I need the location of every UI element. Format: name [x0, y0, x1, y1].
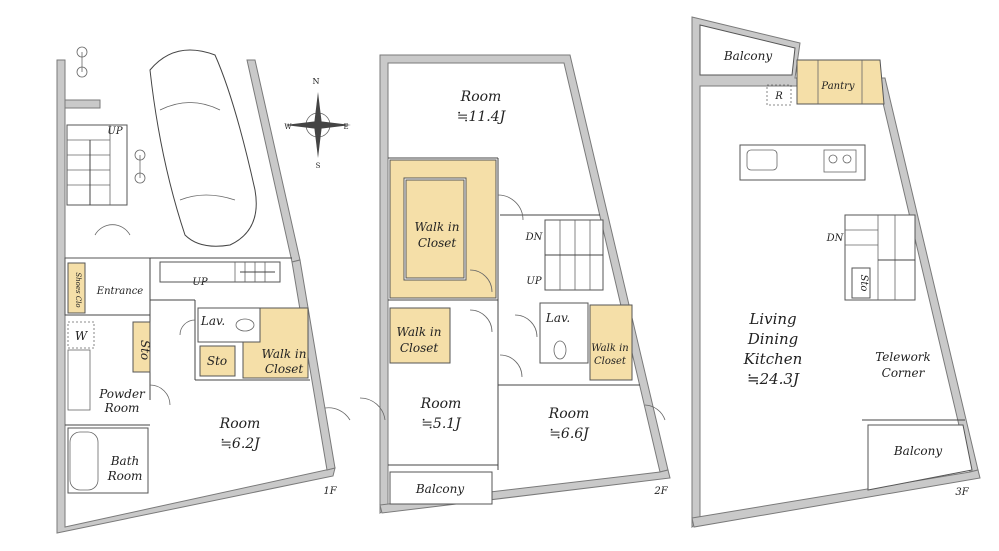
f1-lav-label: Lav. [200, 314, 225, 328]
f1-room-area: ≒6.2J [220, 436, 261, 452]
f3-ldk-area: ≒24.3J [747, 370, 800, 388]
f2-walk-in-closet-b [389, 307, 451, 364]
f3-balcony-top [699, 24, 796, 76]
f1-lav [197, 307, 261, 343]
f1-up-label: UP [107, 126, 122, 137]
f3-fridge [766, 84, 792, 106]
f2-balcony-label: Balcony [415, 482, 464, 496]
f3-ldk-label-1: Living [748, 310, 796, 328]
f3-sto [851, 267, 871, 299]
f3-telework-label-2: Corner [882, 366, 926, 380]
f1-up-stair-label: UP [192, 277, 207, 288]
compass-n: N [313, 77, 320, 86]
floor-3f: Balcony Pantry R DN Sto Living Dining Ki… [691, 16, 981, 529]
f2-room-right-label: Room [548, 406, 590, 422]
f1-shoes-closet [67, 262, 86, 314]
f2-room-left-area: ≒5.1J [421, 416, 462, 432]
f2-balcony [389, 471, 493, 505]
floor-1f: Room ≒6.2J Walk in Closet Lav. Sto Sto E… [56, 46, 338, 534]
f1-powder-label-1: Powder [98, 387, 146, 401]
f2-lav [539, 302, 589, 364]
f1-car [149, 49, 257, 247]
f1-wic-label-2: Closet [265, 362, 304, 376]
f2-floor-label: 2F [653, 486, 668, 497]
f1-stairs [66, 124, 281, 283]
f3-balcony-bottom [867, 424, 973, 491]
f2-room-left-label: Room [420, 396, 462, 412]
f3-ldk-label-2: Dining [747, 330, 799, 348]
f3-balcony-top-label: Balcony [723, 49, 772, 63]
f1-bath-label-1: Bath [110, 454, 140, 468]
f3-r-label: R [774, 91, 783, 102]
f1-w-label: W [75, 329, 89, 343]
f1-powder-label-2: Room [104, 401, 140, 415]
f1-bath-label-2: Room [107, 469, 143, 483]
f1-slant-wall [246, 59, 301, 263]
f1-sto-a-label: Sto [138, 340, 152, 360]
f2-dn-label: DN [525, 232, 544, 243]
f1-floor-label: 1F [323, 486, 337, 497]
f3-dn-label: DN [826, 233, 845, 244]
f2-walk-in-closet-c [589, 304, 633, 381]
f3-balcony-bottom-label: Balcony [893, 444, 942, 458]
f3-floor-label: 3F [955, 487, 969, 498]
floor-2f: Room ≒11.4J Walk in Closet Walk in Close… [324, 54, 671, 514]
compass-w: W [284, 123, 292, 131]
f3-telework-label-1: Telework [875, 350, 931, 364]
f2-room-top-area: ≒11.4J [457, 109, 507, 125]
f1-sto-a [132, 321, 151, 373]
compass-s: S [316, 162, 321, 170]
f3-pantry-label: Pantry [820, 81, 854, 92]
compass-e: E [343, 123, 348, 131]
f2-lav-label: Lav. [545, 311, 570, 325]
f1-bath-room [67, 427, 149, 494]
f1-bicycle-icon [76, 46, 146, 184]
f1-sto-b [199, 345, 236, 377]
f2-wic-a-label-1: Walk in [415, 220, 460, 234]
f1-entrance-label: Entrance [96, 286, 144, 297]
f3-kitchen-counter [739, 144, 866, 181]
f2-room-top-label: Room [460, 89, 502, 105]
f3-sto-label: Sto [858, 275, 869, 292]
f1-wic-label-1: Walk in [262, 347, 307, 361]
f1-room-label: Room [219, 416, 261, 432]
f2-room-right-area: ≒6.6J [549, 426, 590, 442]
compass-icon: N S E W [284, 77, 351, 170]
f2-up-label: UP [526, 276, 541, 287]
f2-wic-c-label-2: Closet [594, 356, 627, 367]
f1-shoes-label: Shoes Clo [74, 272, 82, 307]
f3-ldk-label-3: Kitchen [743, 350, 803, 368]
f1-sto-b-label: Sto [207, 354, 227, 368]
f2-wic-b-label-1: Walk in [397, 325, 442, 339]
f2-wic-c-label-1: Walk in [591, 343, 628, 354]
f2-wic-a-label-2: Closet [418, 236, 457, 250]
f2-stairs [544, 219, 604, 291]
f2-wic-b-label-2: Closet [400, 341, 439, 355]
